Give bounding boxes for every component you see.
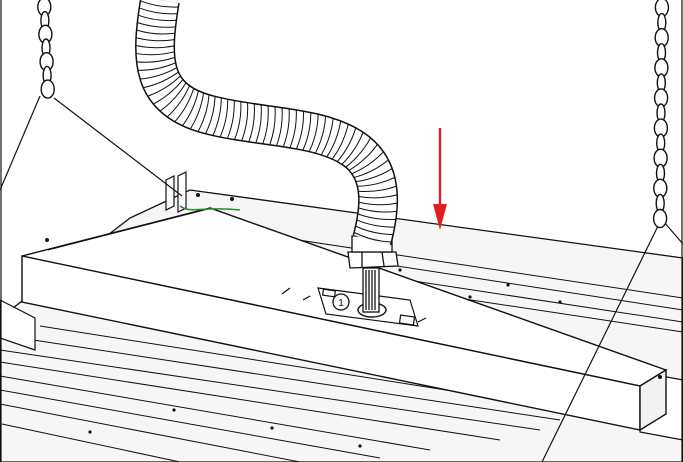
conduit-rib xyxy=(136,57,175,63)
conduit-rib xyxy=(357,213,396,221)
conduit-rib xyxy=(135,45,175,49)
down-arrow-icon xyxy=(433,128,447,230)
chain-right xyxy=(652,0,670,229)
callout-label: 1 xyxy=(338,298,344,309)
conduit-rib xyxy=(140,0,179,8)
conduit-rib xyxy=(358,207,397,213)
conduit-rib xyxy=(354,159,389,178)
conduit-rib xyxy=(276,107,283,146)
chain-link xyxy=(40,79,55,99)
conduit-rib xyxy=(137,22,176,28)
conduit-rib xyxy=(358,201,398,206)
conduit-rib xyxy=(341,132,364,165)
mounting-bracket xyxy=(165,171,187,213)
conduit-rib xyxy=(147,75,181,97)
conduit-rib xyxy=(234,101,242,140)
conduit-rib xyxy=(354,232,392,243)
conduit-rib xyxy=(358,194,398,199)
conduit-rib xyxy=(314,116,327,154)
conduit-rib xyxy=(182,90,199,126)
conduit-rib xyxy=(143,71,179,89)
suspension-cables xyxy=(0,95,683,462)
conduit-rib xyxy=(205,96,216,134)
conduit-rib xyxy=(355,225,393,236)
conduit-rib xyxy=(138,62,176,71)
conduit-rib xyxy=(326,121,342,157)
conduit-rib xyxy=(138,14,177,22)
label-circle xyxy=(332,293,350,311)
conduit-rib xyxy=(269,106,276,145)
box-screw-2 xyxy=(658,375,662,379)
conduit-rib xyxy=(139,7,178,15)
conduit-rib xyxy=(226,100,235,139)
conduit-ribs xyxy=(135,0,398,243)
conduit-rib xyxy=(153,79,184,105)
conduit-rib xyxy=(197,94,210,132)
conduit-rib xyxy=(356,168,393,183)
conduit-rib xyxy=(174,88,195,122)
conduit-rib xyxy=(296,111,305,149)
conduit-rib xyxy=(351,151,384,175)
conduit-rib xyxy=(348,144,378,171)
conduit-rib xyxy=(337,127,357,162)
conduit-rib xyxy=(282,108,290,147)
chain-link xyxy=(652,208,668,229)
conduit-fitting xyxy=(347,235,399,313)
chain-left xyxy=(37,0,55,99)
conduit-rib xyxy=(289,110,297,148)
conduit-rib xyxy=(255,104,262,143)
conduit-rib xyxy=(241,103,249,141)
conduit-rib xyxy=(320,118,334,155)
conduit-rib xyxy=(166,85,190,118)
conduit-rib xyxy=(357,177,395,187)
conduit-rib xyxy=(140,67,177,80)
conduit-rib xyxy=(262,105,269,144)
conduit-rib xyxy=(345,137,371,168)
conduit-rib xyxy=(136,51,175,56)
ground-wire xyxy=(179,205,241,211)
housing-screws xyxy=(88,193,662,448)
conduit-rib xyxy=(302,112,312,151)
conduit-rib xyxy=(248,103,255,142)
conduit-rib xyxy=(219,99,229,138)
conduit-rib xyxy=(212,98,222,136)
conduit-rib xyxy=(308,114,319,152)
conduit-rib xyxy=(356,219,395,228)
conduit-rib xyxy=(136,29,175,35)
conduit-rib xyxy=(136,37,175,42)
conduit-rib xyxy=(332,124,349,160)
conduit-rib xyxy=(189,93,205,130)
box-screw xyxy=(45,238,49,242)
conduit-rib xyxy=(358,185,397,193)
conduit-rib xyxy=(159,82,187,112)
